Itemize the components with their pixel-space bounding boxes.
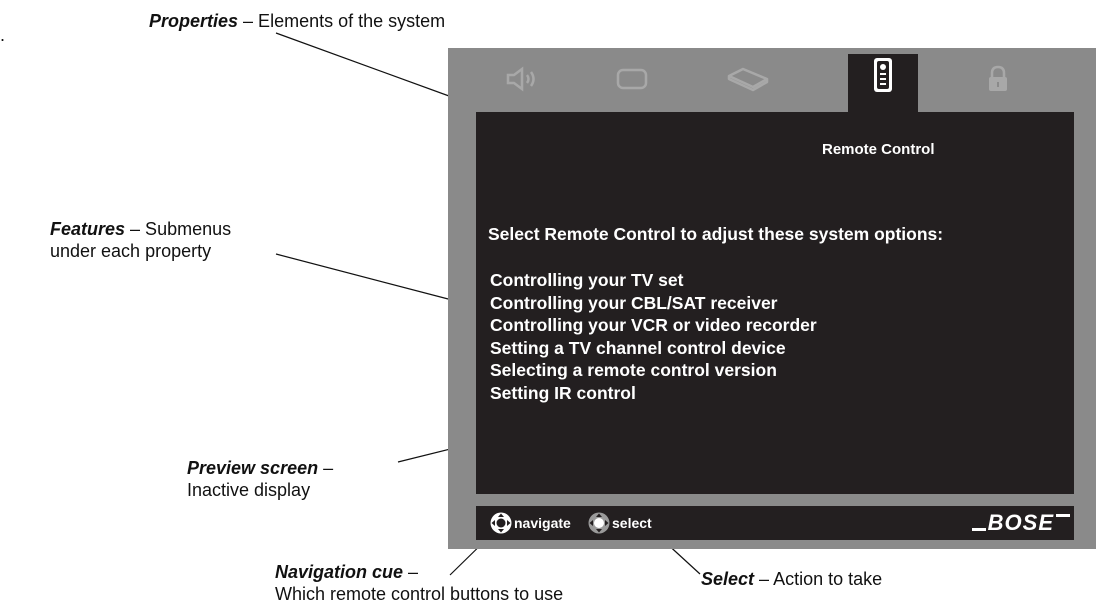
- features-term: Features: [50, 219, 126, 239]
- navigate-label: navigate: [514, 515, 571, 531]
- menu-item[interactable]: Selecting a remote control version: [490, 360, 777, 380]
- bose-logo: BOSE: [971, 510, 1071, 535]
- media-module-icon: [727, 67, 769, 92]
- select-label: select: [612, 515, 652, 531]
- tab-speaker[interactable]: [492, 56, 552, 102]
- select-cue: select: [588, 512, 652, 534]
- features-desc-1: – Submenus: [125, 219, 232, 239]
- select-desc: – Action to take: [754, 569, 883, 589]
- menu-item[interactable]: Setting a TV channel control device: [490, 337, 786, 358]
- menu-item[interactable]: Controlling your TV set: [490, 270, 684, 290]
- menu-item[interactable]: Controlling your VCR or video recorder: [490, 315, 817, 335]
- tab-lock[interactable]: [968, 56, 1028, 102]
- bottom-bar: navigate select BOSE: [476, 506, 1074, 540]
- remote-control-icon: [874, 58, 892, 92]
- properties-term: Properties: [149, 11, 239, 31]
- speaker-icon: [506, 66, 535, 92]
- menu-item[interactable]: Controlling your CBL/SAT receiver: [490, 292, 778, 313]
- preview-screen: Remote Control Select Remote Control to …: [476, 112, 1074, 494]
- navigation-desc-1: –: [403, 562, 419, 582]
- select-pad-icon: [588, 512, 610, 534]
- tv-menu-frame: Remote Control Select Remote Control to …: [448, 48, 1096, 549]
- properties-leader: [275, 32, 461, 101]
- display-icon: [616, 68, 648, 90]
- navigate-cue: navigate: [490, 512, 571, 534]
- menu-item[interactable]: Setting IR control: [490, 382, 636, 403]
- properties-callout: Properties – Elements of the system: [149, 10, 445, 32]
- select-term: Select: [701, 569, 755, 589]
- screen-headline: Select Remote Control to adjust these sy…: [488, 224, 944, 244]
- navigation-term: Navigation cue: [275, 562, 404, 582]
- dot-marker: .: [0, 25, 6, 45]
- select-callout: Select – Action to take: [701, 568, 882, 590]
- navigation-pad-icon: [490, 512, 512, 534]
- features-callout: Features – Submenus under each property: [50, 218, 231, 262]
- properties-desc: – Elements of the system: [238, 11, 446, 31]
- tab-media-module[interactable]: [718, 56, 778, 102]
- preview-desc-2: Inactive display: [187, 480, 311, 500]
- navigation-callout: Navigation cue – Which remote control bu…: [275, 561, 563, 605]
- features-leader: [275, 253, 453, 301]
- features-desc-2: under each property: [50, 241, 212, 261]
- preview-callout: Preview screen – Inactive display: [187, 457, 333, 501]
- tab-display[interactable]: [602, 56, 662, 102]
- navigation-desc-2: Which remote control buttons to use: [275, 584, 564, 604]
- active-tab-label: Remote Control: [822, 141, 935, 158]
- preview-term: Preview screen: [187, 458, 319, 478]
- preview-desc-1: –: [318, 458, 334, 478]
- features-menu: Controlling your TV set Controlling your…: [490, 269, 817, 404]
- lock-icon: [989, 65, 1007, 91]
